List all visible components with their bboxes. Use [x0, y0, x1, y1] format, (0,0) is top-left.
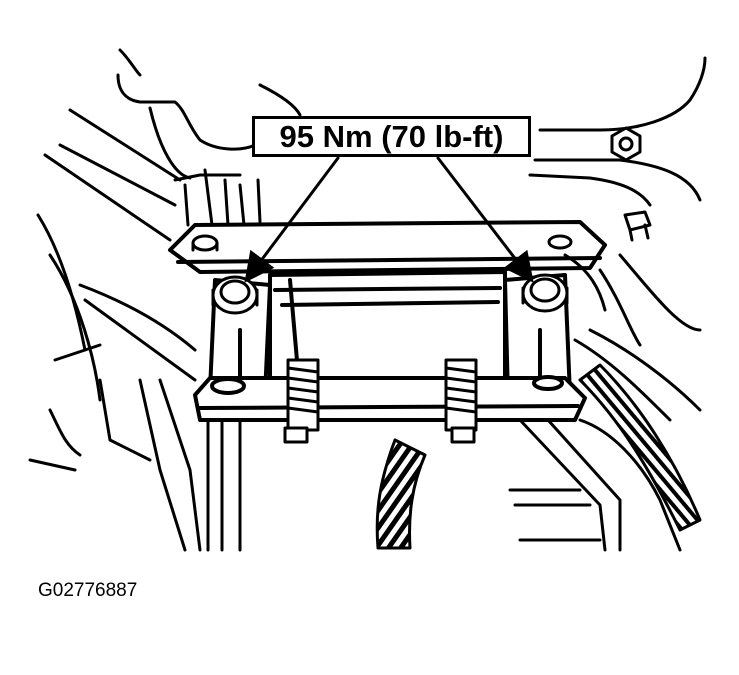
stud-right [444, 358, 478, 444]
figure-id-label: G02776887 [38, 580, 138, 601]
hex-bolt-upper-right [610, 126, 642, 162]
mount-bolt-left [211, 275, 259, 315]
plate-bolt-left [191, 234, 219, 252]
right-structure [563, 253, 702, 347]
torque-callout-box: 95 Nm (70 lb-ft) [252, 116, 531, 157]
upper-housing [116, 48, 707, 227]
stud-left [283, 358, 320, 444]
mount-bolt-right [521, 273, 569, 313]
callout-arrows [244, 156, 534, 283]
crossmember [206, 418, 682, 552]
hose-left [375, 438, 427, 550]
torque-spec-label: 95 Nm (70 lb-ft) [279, 118, 504, 154]
hose-right [573, 328, 702, 532]
fastener-right [623, 210, 652, 242]
left-structure [28, 108, 202, 552]
plate-bolt-right [547, 234, 573, 250]
mount-plate-top [168, 220, 607, 274]
mount-plate-bottom [193, 375, 587, 422]
